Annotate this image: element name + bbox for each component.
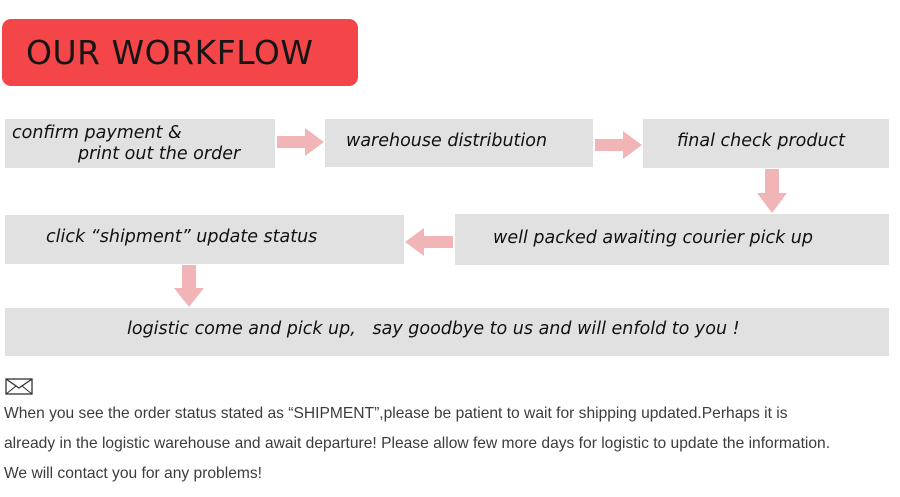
- envelope-icon: [5, 376, 35, 396]
- step-well-packed-label: well packed awaiting courier pick up: [493, 228, 813, 248]
- step-warehouse-distribution: warehouse distribution: [325, 119, 593, 167]
- arrow-down-icon: [757, 169, 787, 213]
- arrow-right-icon: [277, 128, 324, 156]
- step-confirm-payment: confirm payment & print out the order: [5, 119, 275, 168]
- shipment-note-line-1: When you see the order status stated as …: [4, 405, 788, 422]
- arrow-left-icon: [405, 228, 453, 256]
- shipment-note: When you see the order status stated as …: [4, 399, 897, 489]
- workflow-header: OUR WORKFLOW: [2, 19, 358, 86]
- shipment-note-line-2: already in the logistic warehouse and aw…: [4, 435, 831, 452]
- step-warehouse-distribution-label: warehouse distribution: [346, 131, 548, 151]
- step-logistic-pick-up: logistic come and pick up, say goodbye t…: [5, 308, 889, 356]
- step-confirm-payment-line-1: confirm payment &: [12, 123, 182, 143]
- arrow-down-icon: [174, 265, 204, 307]
- step-logistic-pick-up-label: logistic come and pick up, say goodbye t…: [127, 319, 740, 339]
- step-final-check-product-label: final check product: [677, 131, 846, 151]
- step-well-packed: well packed awaiting courier pick up: [455, 214, 889, 265]
- shipment-note-line-3: We will contact you for any problems!: [4, 465, 262, 482]
- page-title: OUR WORKFLOW: [26, 33, 314, 72]
- step-final-check-product: final check product: [643, 119, 889, 168]
- arrow-right-icon: [595, 131, 642, 159]
- step-click-shipment: click “shipment” update status: [5, 215, 404, 264]
- step-click-shipment-label: click “shipment” update status: [46, 227, 318, 247]
- step-confirm-payment-line-2: print out the order: [78, 144, 241, 164]
